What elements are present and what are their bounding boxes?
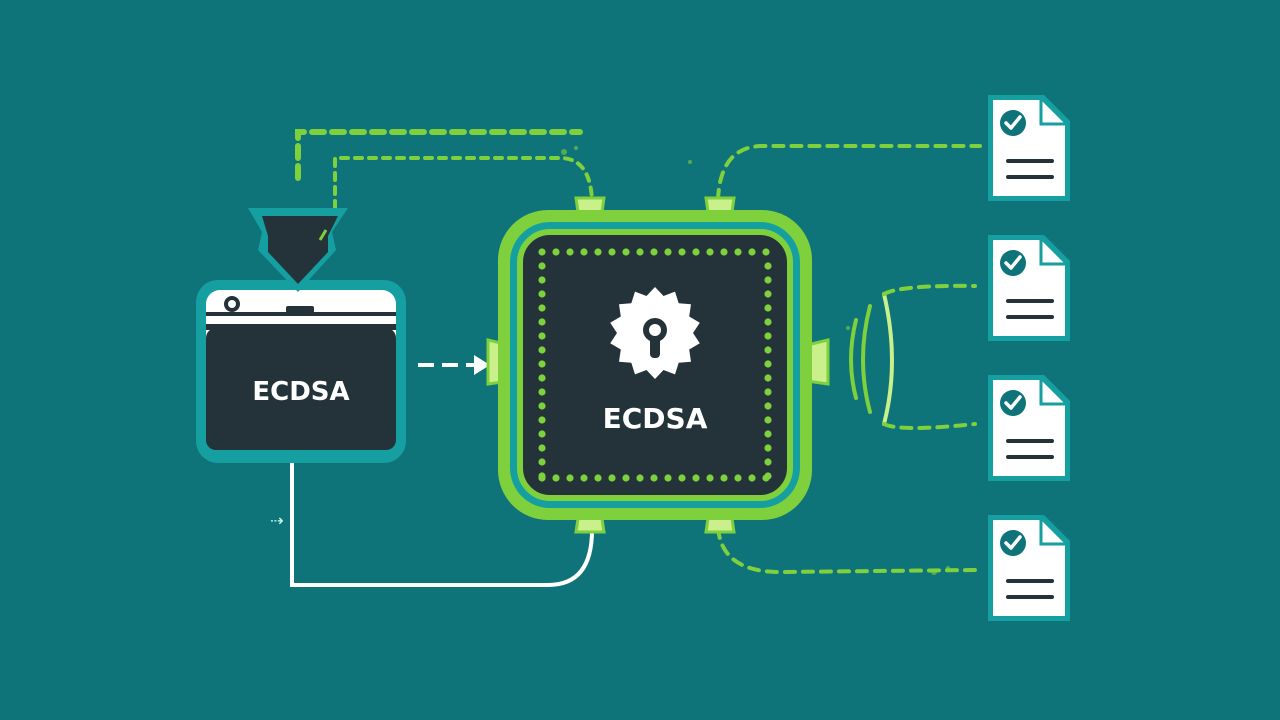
chip-dot [538,388,546,396]
device-to-chip-arrow [418,355,490,375]
chip-dot [622,474,630,482]
document-check-icon [988,375,1070,481]
chip-dot [764,304,772,312]
chip-dot [764,444,772,452]
connector-top-right [716,144,982,202]
document-check-icon [988,235,1070,341]
chip-dot [764,416,772,424]
chip-dot [538,290,546,298]
chip-dot [764,346,772,354]
chip-dot [552,474,560,482]
chip-dot [764,332,772,340]
connector-top-outer [295,129,583,181]
chip-dot [706,474,714,482]
chip-dot [580,474,588,482]
chip-dot [764,472,772,480]
chip-dot [734,248,742,256]
document-check-icon [988,95,1070,201]
chip-dot [538,346,546,354]
chip-dot [678,248,686,256]
chip-dot [720,474,728,482]
chip-dot [622,248,630,256]
chip-dot [650,248,658,256]
chip-dot [538,430,546,438]
chip-dot [664,248,672,256]
connector-bottom-right [716,526,977,575]
chip-dot [764,360,772,368]
chip-dot [552,248,560,256]
keyhole-badge-icon [610,287,700,379]
chip-dot [664,474,672,482]
bottom-connectors [290,462,977,587]
chip-dot [566,248,574,256]
chip-dot [594,248,602,256]
chip-dot [678,474,686,482]
chip-dot [608,474,616,482]
connector-top-inner [333,156,594,224]
left-device: ECDSA [196,280,406,463]
chip-dot [538,416,546,424]
chip-dot [608,248,616,256]
chip-dot [692,248,700,256]
document-check-icon [988,515,1070,621]
connector-bottom-return [290,462,594,587]
top-connectors [295,129,982,224]
chip-dot [636,248,644,256]
chip-dot [580,248,588,256]
return-arrow-glyph: ⇢ [270,511,283,530]
chip-dot [636,474,644,482]
documents [988,95,1070,621]
left-device-label: ECDSA [252,377,349,407]
chip: ECDSA [486,196,830,534]
chip-dot [764,458,772,466]
chip-dot [650,474,658,482]
chip-dot [538,262,546,270]
chip-dot [706,248,714,256]
chip-dot [538,318,546,326]
decorative-particles [561,146,950,575]
chip-dot [764,430,772,438]
chip-dot [764,374,772,382]
chip-dot [538,402,546,410]
chip-dot [594,474,602,482]
chip-dot [566,474,574,482]
chip-dot [538,360,546,368]
chip-dot [764,262,772,270]
signal-waves [849,283,977,430]
chip-dot [764,402,772,410]
chip-dot [538,374,546,382]
chip-dot [764,290,772,298]
chip-dot [748,474,756,482]
chip-label: ECDSA [603,402,708,435]
download-arrow-icon [248,208,348,292]
chip-dot [720,248,728,256]
chip-dot [538,304,546,312]
chip-dot-ring [538,248,772,482]
chip-dot [764,388,772,396]
chip-dot [764,276,772,284]
chip-dot [538,472,546,480]
chip-dot [538,276,546,284]
chip-dot [692,474,700,482]
chip-dot [734,474,742,482]
chip-dot [748,248,756,256]
chip-dot [538,444,546,452]
chip-dot [538,458,546,466]
chip-dot [538,332,546,340]
chip-dot [538,248,546,256]
chip-dot [762,248,770,256]
chip-dot [764,318,772,326]
